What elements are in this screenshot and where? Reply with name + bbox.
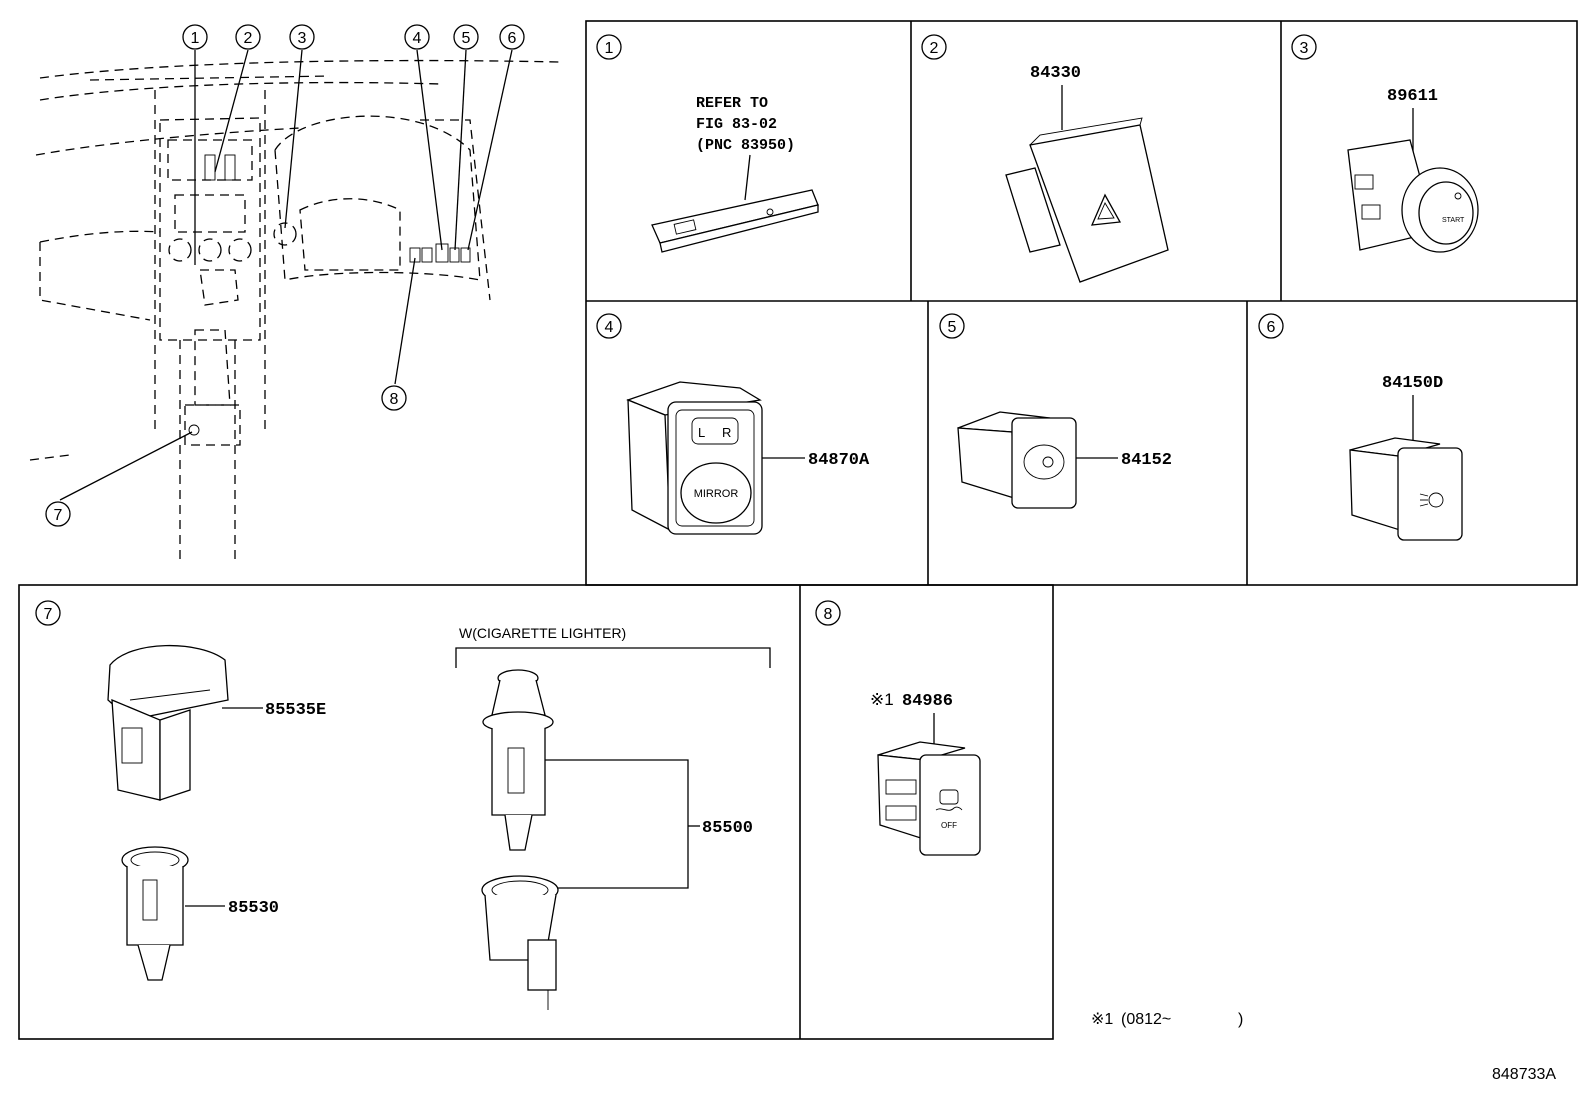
- svg-text:(PNC 83950): (PNC 83950): [696, 137, 795, 154]
- svg-text:MIRROR: MIRROR: [694, 488, 739, 500]
- svg-text:4: 4: [413, 30, 422, 47]
- dashboard-overview: [29, 59, 561, 560]
- hazard-triangle-icon: [1090, 193, 1122, 226]
- mirror-knob-icon: [680, 462, 752, 524]
- cigarette-lighter: [482, 669, 554, 851]
- panel-4: 4 L R MIRROR 84870A: [596, 313, 870, 535]
- svg-text:7: 7: [54, 507, 63, 524]
- svg-text:89611: 89611: [1387, 87, 1438, 106]
- start-button-switch: START: [1347, 139, 1479, 253]
- panel-5: 5 84152: [939, 313, 1172, 509]
- svg-text:84870A: 84870A: [808, 451, 870, 470]
- svg-text:8: 8: [390, 391, 399, 408]
- callout-5: 5: [453, 24, 479, 50]
- svg-text:5: 5: [462, 30, 471, 47]
- callout-1: 1: [182, 24, 208, 50]
- svg-text:84986: 84986: [902, 692, 953, 711]
- svg-text:5: 5: [948, 319, 957, 336]
- svg-text:1: 1: [605, 40, 614, 57]
- svg-text:※1: ※1: [870, 690, 894, 709]
- overview-leaders: [59, 49, 513, 501]
- svg-text:L: L: [698, 425, 705, 440]
- callout-4: 4: [404, 24, 430, 50]
- svg-text:3: 3: [1300, 40, 1309, 57]
- svg-text:84150D: 84150D: [1382, 374, 1443, 393]
- svg-text:W(CIGARETTE LIGHTER): W(CIGARETTE LIGHTER): [459, 625, 626, 641]
- headlamp-level-switch: [957, 411, 1077, 509]
- svg-text:3: 3: [298, 30, 307, 47]
- svg-text:2: 2: [244, 30, 253, 47]
- svg-text:): ): [1238, 1011, 1243, 1028]
- callout-3: 3: [289, 24, 315, 50]
- svg-text:7: 7: [44, 606, 53, 623]
- callout-8: 8: [381, 385, 407, 411]
- svg-text:OFF: OFF: [941, 821, 957, 830]
- cup-lid-85535E: [107, 644, 229, 801]
- hazard-switch: [1005, 117, 1169, 283]
- svg-text:6: 6: [1267, 319, 1276, 336]
- svg-text:4: 4: [605, 319, 614, 336]
- svg-text:FIG 83-02: FIG 83-02: [696, 116, 777, 133]
- svg-text:85535E: 85535E: [265, 701, 326, 720]
- svg-text:(0812~: (0812~: [1121, 1011, 1171, 1028]
- mirror-switch: L R MIRROR: [626, 381, 763, 535]
- svg-text:R: R: [722, 425, 731, 440]
- svg-text:REFER TO: REFER TO: [696, 95, 768, 112]
- socket-85530: [121, 846, 189, 981]
- panel-8: 8 ※1 84986 OFF: [815, 600, 981, 856]
- svg-text:85500: 85500: [702, 819, 753, 838]
- callout-7: 7: [45, 501, 71, 527]
- vsc-off-icon: OFF: [935, 789, 963, 830]
- svg-text:※1: ※1: [1091, 1011, 1113, 1028]
- callout-2: 2: [235, 24, 261, 50]
- fog-lamp-icon: [1419, 492, 1444, 508]
- panel-grid-bottom: [18, 584, 1054, 1040]
- svg-text:85530: 85530: [228, 899, 279, 918]
- overview-callouts: 1 2 3 4 5 6 8 7: [45, 24, 525, 527]
- svg-text:84330: 84330: [1030, 64, 1081, 83]
- svg-text:2: 2: [930, 40, 939, 57]
- footnote: ※1 (0812~ ): [1091, 1011, 1243, 1028]
- callout-6: 6: [499, 24, 525, 50]
- svg-text:START: START: [1442, 217, 1465, 224]
- panel-6: 6 84150D: [1258, 313, 1463, 541]
- panel-grid-top: [585, 20, 1578, 586]
- vsc-off-switch: OFF: [877, 741, 981, 856]
- fog-lamp-switch: [1349, 437, 1463, 541]
- svg-text:1: 1: [191, 30, 200, 47]
- svg-text:6: 6: [508, 30, 517, 47]
- panel-2: 2 84330: [921, 34, 1169, 283]
- switch-panel-1: [651, 189, 819, 253]
- panel-7: 7 85535E 85530 W(CIGARETTE LIGHTER): [35, 600, 771, 1010]
- panel-1: 1 REFER TO FIG 83-02 (PNC 83950): [596, 34, 819, 253]
- svg-text:8: 8: [824, 606, 833, 623]
- figure-code: 848733A: [1492, 1066, 1556, 1083]
- lighter-socket: [481, 875, 559, 1010]
- panel-3: 3 89611 START: [1291, 34, 1479, 253]
- svg-text:84152: 84152: [1121, 451, 1172, 470]
